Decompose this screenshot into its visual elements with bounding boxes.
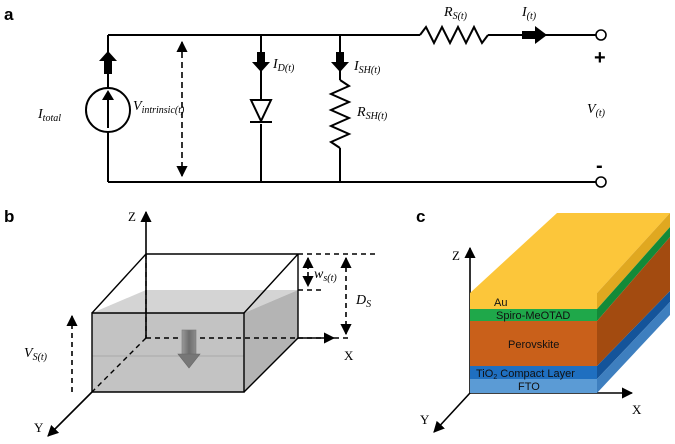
layer-fto [470,379,597,393]
layer-stack-diagram: c Z X Y Au Spiro-MeOTAD Perovskite TiO2 … [416,207,670,433]
layer-label-spiro: Spiro-MeOTAD [496,310,570,322]
layer-spiro-side [597,227,670,321]
terminal-negative-icon [595,176,607,188]
box-edges [91,253,299,393]
layer-au-side [597,213,670,309]
minus-sign: - [596,155,603,177]
terminal-positive-icon [595,29,607,41]
series-resistor-icon [419,24,489,46]
box-axis-y-label: Y [34,420,44,435]
layer-perovskite-side [597,237,670,366]
i-out-label: I(t) [521,5,537,22]
layer-label-tio2: TiO2 Compact Layer [476,368,575,381]
liquid-front-face [92,313,244,392]
layer-tio2-side [597,291,670,379]
liquid-top-surface [92,290,298,313]
box-y-axis [47,391,93,437]
ds-label: DS [355,293,371,310]
layer-au [470,293,597,309]
layer-perovskite [470,321,597,366]
panel-label-b: b [4,207,14,226]
box-axis-z-label: Z [128,209,136,224]
stack-axis-y-label: Y [420,412,430,427]
box-axis-x-label: X [344,348,354,363]
current-arrow-right-icon [522,26,547,44]
v-out-label: V(t) [587,102,606,119]
layer-fto-side [597,302,670,393]
current-arrow-up-icon [99,51,117,74]
i-total-label: Itotal [37,107,61,124]
r-s-label: RS(t) [443,5,468,22]
layer-label-au: Au [494,297,507,309]
panel-label-a: a [4,5,14,24]
current-arrow-down-diode-icon [252,52,270,72]
stack-y-axis [433,392,471,433]
current-source-icon [85,87,131,133]
circuit-diagram: a [4,5,607,188]
shunt-resistor-icon [328,79,352,149]
ws-label: ws(t) [314,267,337,284]
liquid-right-face [244,290,298,392]
box-diagram: b Z X Y [4,207,376,437]
dimension-guides [298,253,376,339]
i-sh-label: ISH(t) [353,59,381,76]
panel-label-c: c [416,207,425,226]
v-intrinsic-label: Vintrinsic(t) [133,99,185,116]
vs-label: VS(t) [24,346,48,363]
layer-label-fto: FTO [518,381,540,393]
layer-label-perovskite: Perovskite [508,339,559,351]
stack-axis-z-label: Z [452,248,460,263]
r-sh-label: RSH(t) [356,105,388,122]
layer-tio2 [470,366,597,379]
plus-sign: + [594,47,606,69]
diode-icon [249,99,273,124]
stack-axis-x-label: X [632,402,642,417]
i-d-label: ID(t) [272,57,295,74]
layer-au-top [470,213,670,293]
current-arrow-down-shunt-icon [331,52,349,72]
downward-arrow-icon [177,329,201,369]
layer-spiro [470,309,597,321]
